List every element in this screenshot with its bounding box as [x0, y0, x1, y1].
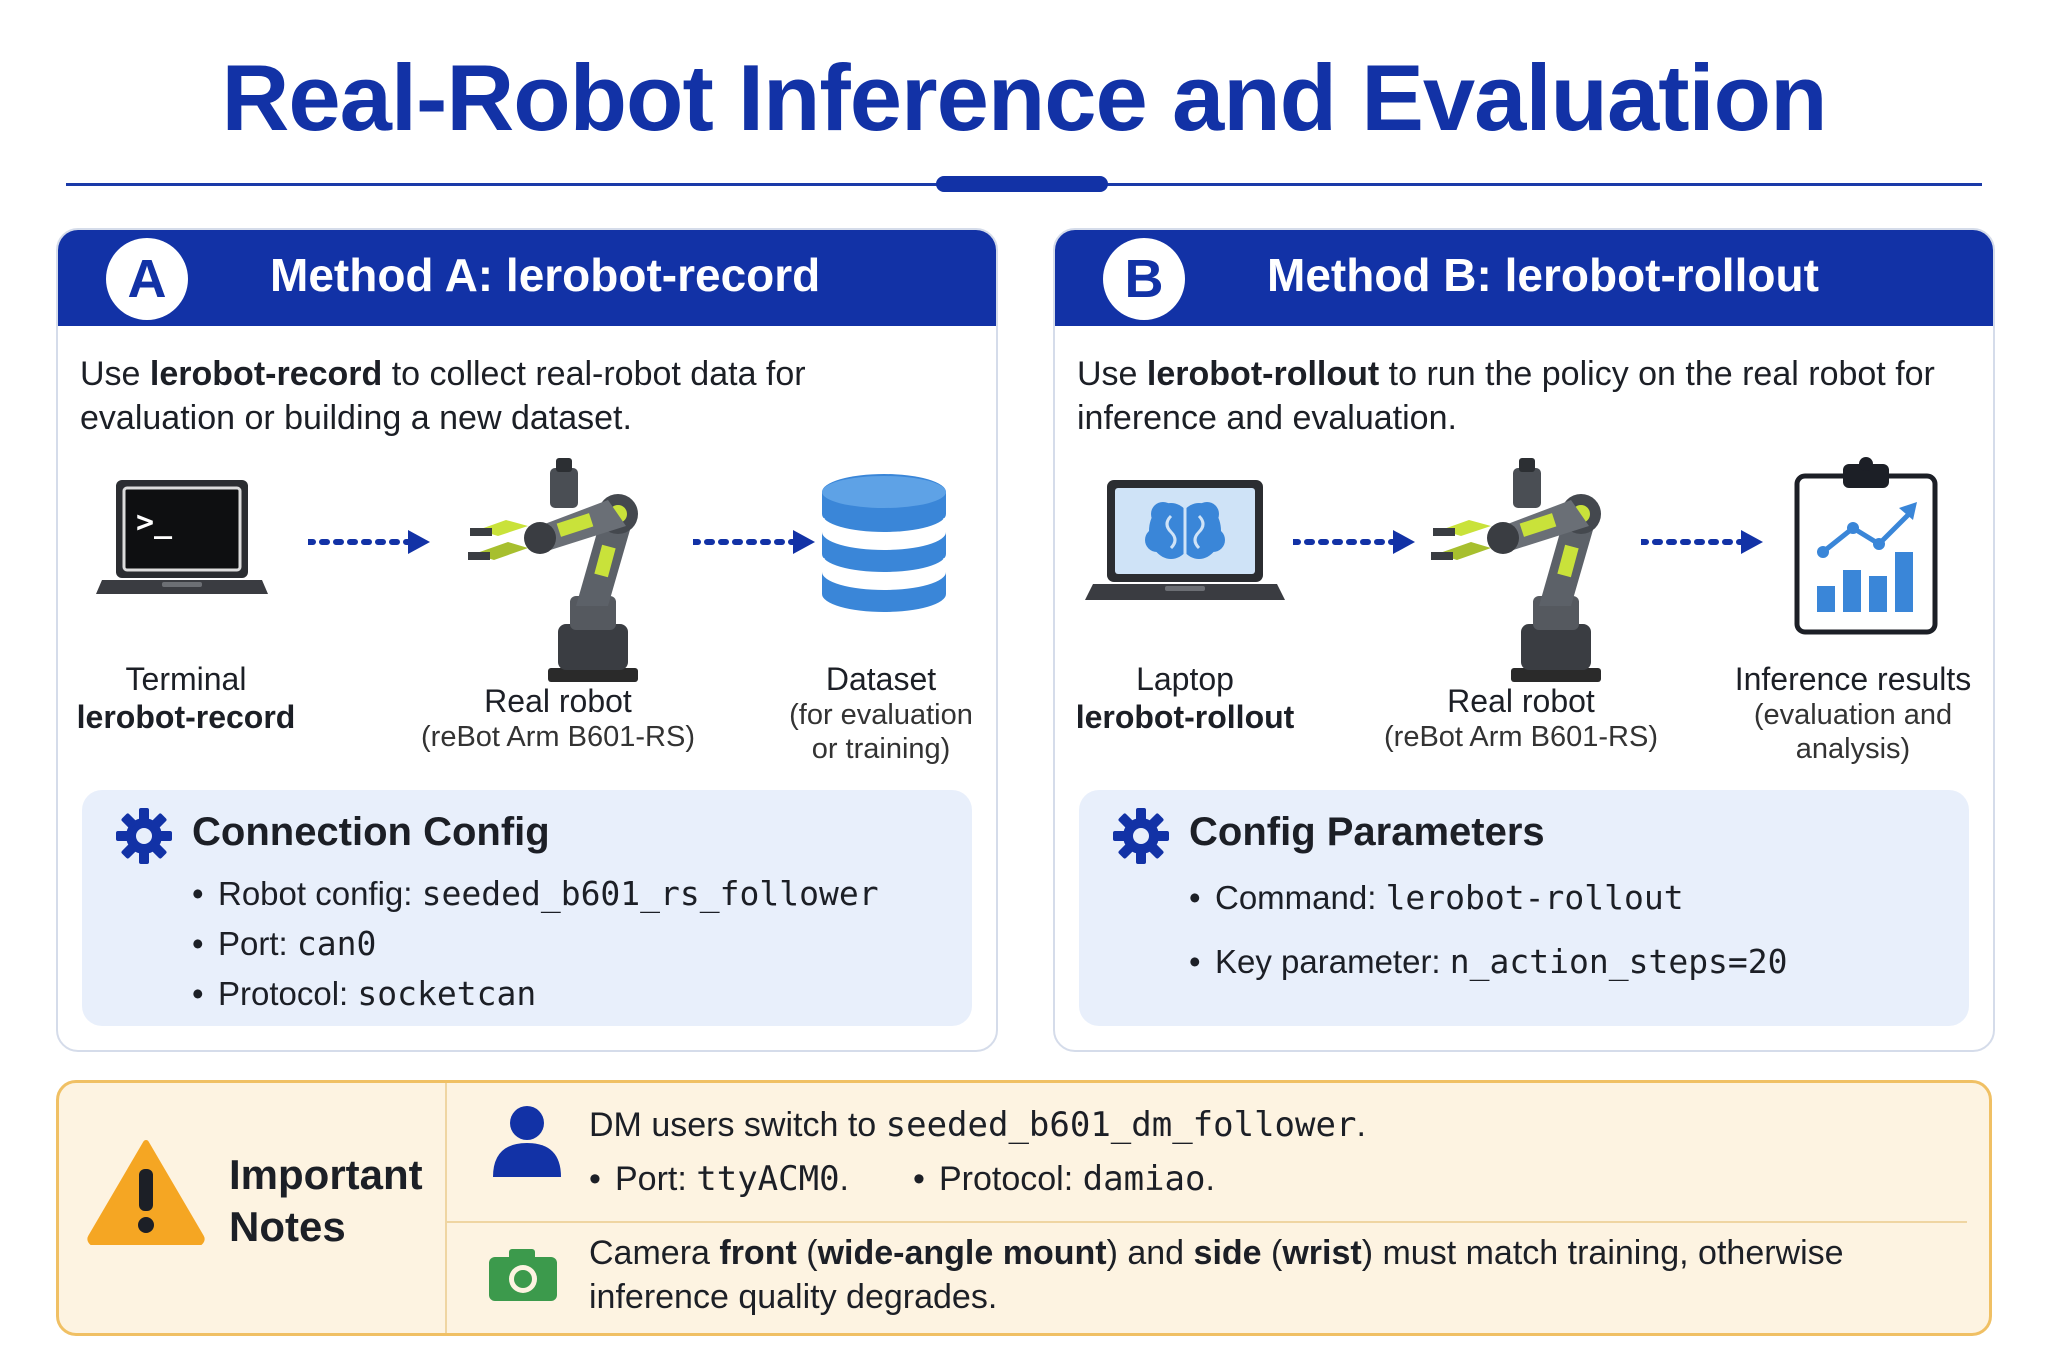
title-underline-accent [936, 176, 1108, 192]
method-b-description: Use lerobot-rollout to run the policy on… [1077, 355, 1935, 437]
config-parameters-title: Config Parameters [1189, 810, 1545, 854]
robot-node-label-b: Real robot (reBot Arm B601-RS) [1384, 683, 1658, 753]
flow-arrow-a1 [308, 530, 432, 554]
dm-port-item: •Port: ttyACM0. [589, 1159, 849, 1199]
connection-config-title: Connection Config [192, 810, 550, 854]
database-icon [820, 474, 948, 612]
notes-divider-vertical [445, 1083, 447, 1333]
config-item-command: •Command: lerobot-rollout [1189, 878, 1684, 917]
flow-arrow-a2 [693, 530, 817, 554]
config-parameters-box: Config Parameters •Command: lerobot-roll… [1079, 790, 1969, 1026]
dataset-node-label: Dataset (for evaluation or training) [789, 661, 973, 765]
terminal-prompt: >_ [136, 505, 173, 540]
terminal-node-label: Terminal lerobot-record [76, 661, 296, 735]
dm-protocol-item: •Protocol: damiao. [913, 1159, 1215, 1199]
inference-results-node-label: Inference results (evaluation and analys… [1734, 661, 1972, 765]
method-a-title: Method A: lerobot-record [270, 249, 821, 301]
flow-arrow-b1 [1293, 530, 1417, 554]
camera-note-line-2: inference quality degrades. [589, 1278, 998, 1316]
notes-divider-horizontal [447, 1221, 1967, 1223]
important-notes-title: Important Notes [229, 1151, 423, 1250]
method-b-badge: B [1103, 238, 1185, 320]
flow-arrow-b2 [1641, 530, 1765, 554]
method-a-panel: A Method A: lerobot-record Use lerobot-r… [56, 228, 998, 1052]
gear-icon [116, 808, 172, 864]
config-item-key-parameter: •Key parameter: n_action_steps=20 [1189, 942, 1788, 981]
method-b-header: B Method B: lerobot-rollout [1055, 230, 1993, 326]
chart-clipboard-icon [1794, 457, 1938, 635]
method-a-header: A Method A: lerobot-record [58, 230, 996, 326]
user-icon [493, 1106, 561, 1177]
brain-laptop-icon [1085, 480, 1285, 600]
method-a-badge: A [106, 238, 188, 320]
robot-arm-icon [1431, 458, 1601, 682]
page-title: Real-Robot Inference and Evaluation [221, 45, 1827, 150]
gear-icon [1113, 808, 1169, 864]
important-notes-box: Important Notes DM users switch to seede… [56, 1080, 1992, 1336]
laptop-node-label: Laptop lerobot-rollout [1075, 661, 1295, 735]
camera-icon [489, 1249, 557, 1301]
config-item-port: •Port: can0 [192, 924, 377, 963]
robot-node-label-a: Real robot (reBot Arm B601-RS) [421, 683, 695, 753]
config-item-protocol: •Protocol: socketcan [192, 974, 537, 1013]
method-b-panel: B Method B: lerobot-rollout Use lerobot-… [1053, 228, 1995, 1052]
camera-note-line: Camera front (wide-angle mount) and side… [589, 1234, 1844, 1272]
method-a-description: Use lerobot-record to collect real-robot… [80, 355, 806, 437]
warning-icon [87, 1140, 205, 1245]
config-item-robot: •Robot config: seeded_b601_rs_follower [192, 874, 879, 913]
dm-note-line: DM users switch to seeded_b601_dm_follow… [589, 1105, 1366, 1145]
terminal-laptop-icon: >_ [96, 480, 268, 594]
connection-config-box: Connection Config •Robot config: seeded_… [82, 790, 972, 1026]
robot-arm-icon [468, 458, 638, 682]
method-b-title: Method B: lerobot-rollout [1267, 249, 1819, 301]
